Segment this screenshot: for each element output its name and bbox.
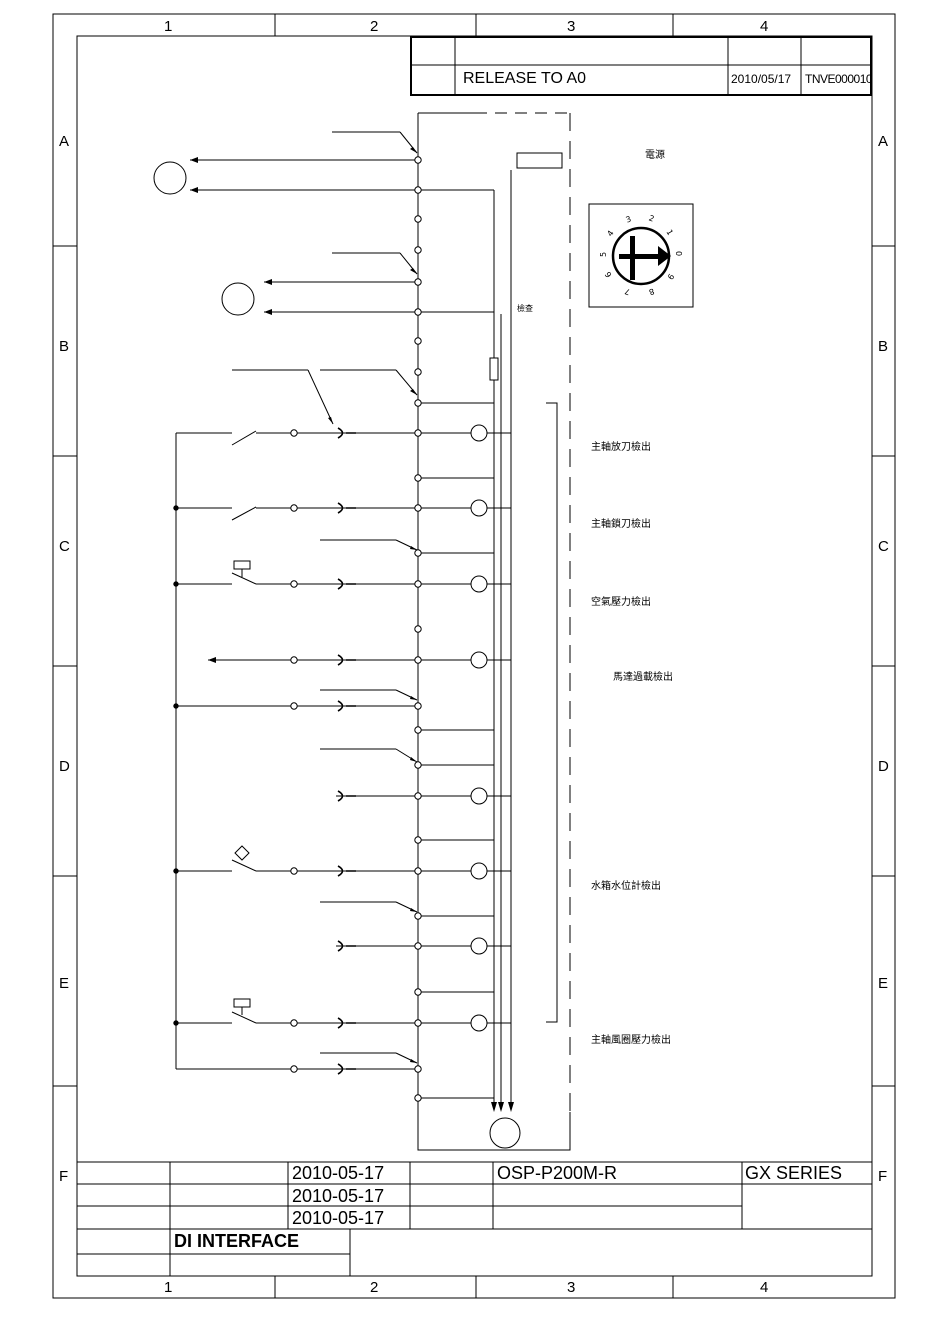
input-terminal-1	[291, 430, 297, 436]
resistor	[490, 358, 498, 380]
input-terminal-5	[291, 703, 297, 709]
label-spindle-unclamp: 主軸放刀檢出	[591, 438, 651, 453]
terminal-17	[415, 703, 421, 709]
terminal-18	[415, 727, 421, 733]
zone-row-f-left: F	[59, 1169, 68, 1184]
lamp-2	[222, 283, 254, 315]
zone-row-a-left: A	[59, 134, 69, 149]
lamp-bottom	[490, 1118, 520, 1148]
terminal-20	[415, 793, 421, 799]
lamp-1	[154, 162, 186, 194]
zone-row-c-left: C	[59, 539, 70, 554]
zone-col-2-top: 2	[370, 19, 378, 34]
terminal-23	[415, 913, 421, 919]
terminal-14	[415, 581, 421, 587]
rotary-pos-0: 0	[674, 251, 683, 256]
zone-col-4-bottom: 4	[760, 1280, 768, 1295]
terminal-7	[415, 338, 421, 344]
input-terminal-6	[291, 868, 297, 874]
junction-dot-4	[174, 869, 178, 873]
terminal-2	[415, 187, 421, 193]
zone-row-f-right: F	[878, 1169, 887, 1184]
label-spindle-air-curtain: 主軸風圈壓力檢出	[591, 1031, 671, 1046]
terminal-11	[415, 475, 421, 481]
rotary-pos-5: 5	[599, 252, 608, 257]
zone-row-d-right: D	[878, 759, 889, 774]
junction-dot-5	[174, 1021, 178, 1025]
terminal-27	[415, 1066, 421, 1072]
label-check: 檢查	[517, 303, 533, 314]
terminal-8	[415, 369, 421, 375]
title-date-3: 2010-05-17	[292, 1208, 384, 1229]
zone-col-3-top: 3	[567, 19, 575, 34]
label-motor-overload: 馬達過載檢出	[613, 668, 673, 683]
zone-row-b-right: B	[878, 339, 888, 354]
terminal-19	[415, 762, 421, 768]
terminal-10	[415, 430, 421, 436]
terminal-15	[415, 626, 421, 632]
terminal-9	[415, 400, 421, 406]
input-terminal-3	[291, 581, 297, 587]
junction-dot-2	[174, 582, 178, 586]
zone-row-c-right: C	[878, 539, 889, 554]
signal-bracket	[546, 403, 557, 1022]
title-model: OSP-P200M-R	[497, 1163, 617, 1184]
label-spindle-clamp: 主軸鎖刀檢出	[591, 515, 651, 530]
zone-row-e-right: E	[878, 976, 888, 991]
revision-number: TNVE000010	[805, 72, 872, 86]
label-power: 電源	[645, 146, 665, 161]
zone-col-1-bottom: 1	[164, 1280, 172, 1295]
zone-col-4-top: 4	[760, 19, 768, 34]
terminal-16	[415, 657, 421, 663]
zone-col-2-bottom: 2	[370, 1280, 378, 1295]
input-terminal-2	[291, 505, 297, 511]
zone-col-3-bottom: 3	[567, 1280, 575, 1295]
terminal-28	[415, 1095, 421, 1101]
title-series: GX SERIES	[745, 1163, 842, 1184]
revision-description: RELEASE TO A0	[463, 70, 586, 88]
terminal-21	[415, 837, 421, 843]
label-water-level: 水箱水位計檢出	[591, 877, 661, 892]
zone-col-1-top: 1	[164, 19, 172, 34]
terminal-3	[415, 216, 421, 222]
zone-row-e-left: E	[59, 976, 69, 991]
zone-row-b-left: B	[59, 339, 69, 354]
terminal-4	[415, 247, 421, 253]
terminal-26	[415, 1020, 421, 1026]
junction-dot-3	[174, 704, 178, 708]
title-date-1: 2010-05-17	[292, 1163, 384, 1184]
terminal-13	[415, 550, 421, 556]
terminal-24	[415, 943, 421, 949]
revision-date: 2010/05/17	[731, 72, 791, 86]
terminal-5	[415, 279, 421, 285]
title-drawing-name: DI INTERFACE	[174, 1231, 299, 1252]
title-date-2: 2010-05-17	[292, 1186, 384, 1207]
label-air-pressure: 空氣壓力檢出	[591, 593, 651, 608]
junction-dot-1	[174, 506, 178, 510]
input-terminal-7	[291, 1020, 297, 1026]
terminal-12	[415, 505, 421, 511]
terminal-22	[415, 868, 421, 874]
power-indicator	[517, 153, 562, 168]
terminal-1	[415, 157, 421, 163]
zone-row-d-left: D	[59, 759, 70, 774]
input-terminal-8	[291, 1066, 297, 1072]
terminal-6	[415, 309, 421, 315]
terminal-25	[415, 989, 421, 995]
zone-row-a-right: A	[878, 134, 888, 149]
input-terminal-4	[291, 657, 297, 663]
